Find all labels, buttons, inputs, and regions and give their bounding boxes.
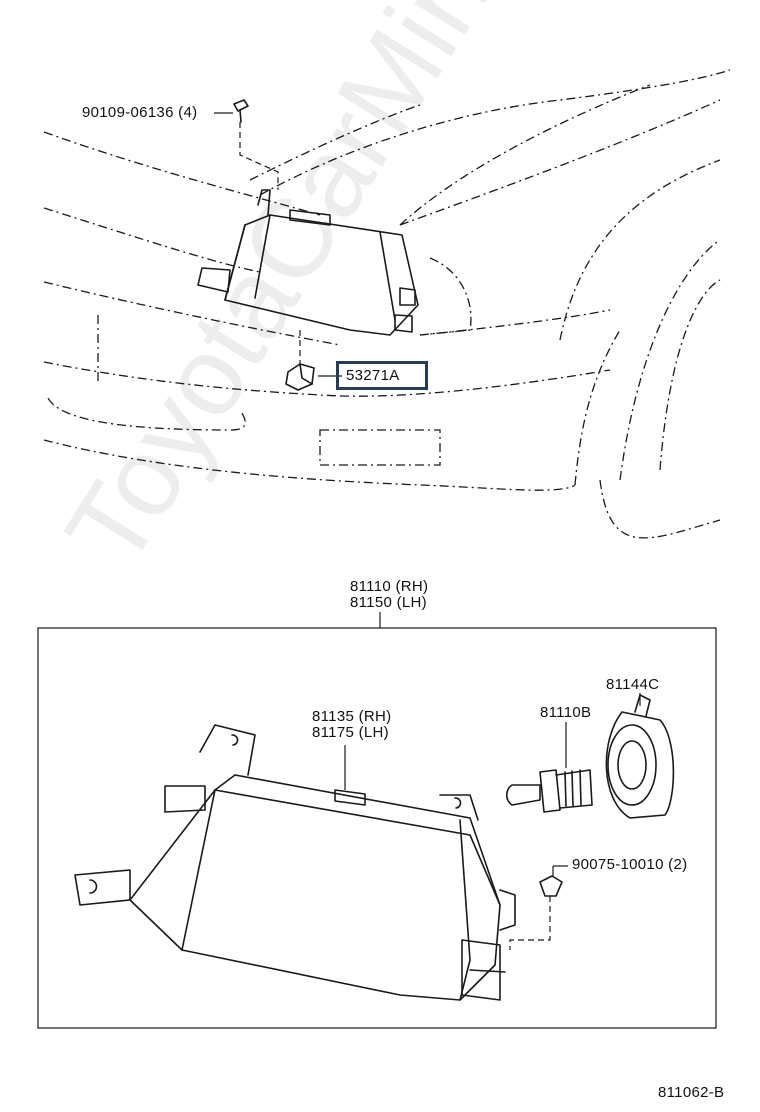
car-body-outline bbox=[43, 69, 731, 539]
bulb-icon bbox=[505, 769, 593, 813]
clip-icon bbox=[285, 330, 315, 391]
socket-cover-icon bbox=[605, 694, 675, 819]
bolt-icon bbox=[233, 99, 279, 190]
bulb-label: 81110B bbox=[540, 704, 592, 721]
selected-part-label[interactable]: 53271A bbox=[346, 367, 400, 384]
assembly-frame bbox=[37, 627, 717, 1029]
diagram-id: 811062-B bbox=[658, 1084, 725, 1101]
installed-headlamp bbox=[197, 189, 419, 336]
selected-part-highlight[interactable] bbox=[336, 361, 428, 390]
housing-label-rh: 81135 (RH) bbox=[312, 708, 392, 725]
assembly-label-lh: 81150 (LH) bbox=[350, 594, 427, 611]
bolt-part-label: 90109-06136 (4) bbox=[82, 104, 198, 121]
assembly-label-rh: 81110 (RH) bbox=[350, 578, 429, 595]
small-clip-icon bbox=[509, 875, 563, 950]
headlamp-housing bbox=[74, 724, 516, 1001]
housing-label-lh: 81175 (LH) bbox=[312, 724, 389, 741]
socket-label: 81144C bbox=[606, 676, 660, 693]
clip-part-label: 90075-10010 (2) bbox=[572, 856, 688, 873]
